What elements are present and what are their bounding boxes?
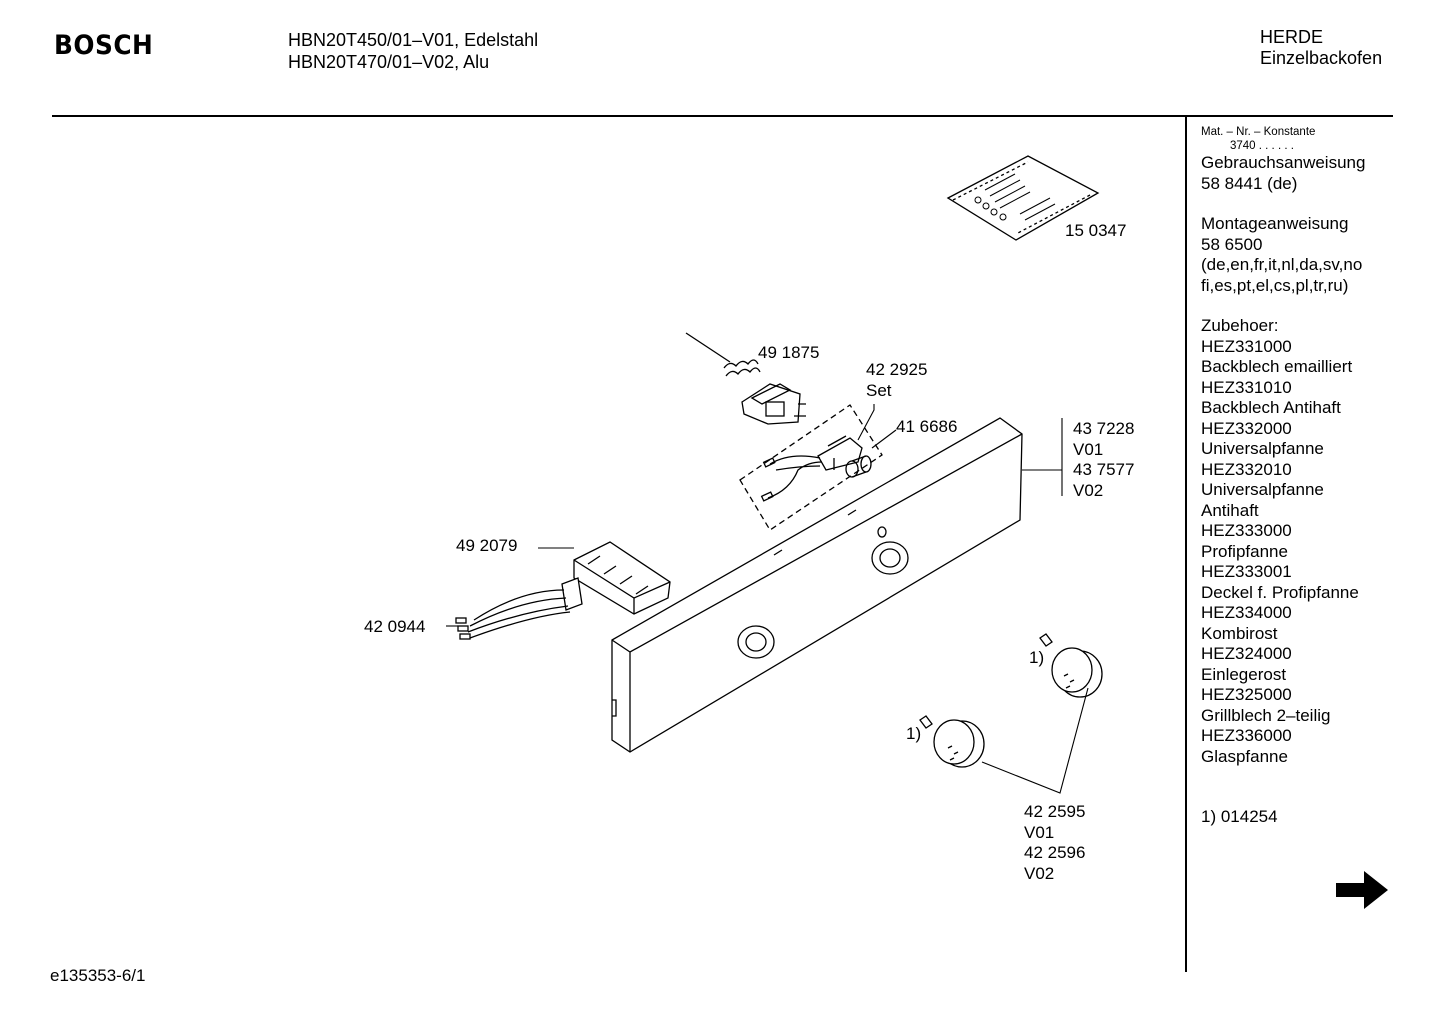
label-thermostat: 49 1875: [758, 343, 820, 362]
control-panel-drawing: [611, 417, 1023, 753]
brand-logo: BOSCH: [54, 30, 154, 61]
sidebar-divider: [1185, 117, 1187, 972]
label-screw-bag: 15 0347: [1065, 221, 1127, 240]
accessory-item: HEZ331010: [1201, 377, 1292, 397]
leader-lines: [446, 404, 1089, 794]
label-control-panel: 43 7228 V01 43 7577 V02: [1073, 419, 1134, 501]
accessory-item: Glaspfanne: [1201, 746, 1288, 766]
accessory-item: HEZ324000: [1201, 644, 1292, 663]
assembly-number: 58 6500: [1201, 234, 1263, 254]
right-arrow-icon[interactable]: [1334, 868, 1390, 912]
label-switch-set-number: 42 2925: [866, 360, 928, 379]
label-knob-note-lower: 1): [906, 724, 922, 743]
accessory-item: HEZ334000: [1201, 603, 1292, 622]
accessory-item: Einlegerost: [1201, 664, 1287, 684]
label-panel-v02-number: 43 7577: [1073, 460, 1135, 479]
header-divider: [52, 115, 1393, 117]
model-line-1: HBN20T450/01–V01, Edelstahl: [288, 30, 539, 50]
accessory-item: HEZ336000: [1201, 726, 1292, 745]
label-panel-v01: V01: [1073, 439, 1104, 459]
mat-header: Mat. – Nr. – Konstante: [1201, 126, 1316, 138]
accessory-item: HEZ333000: [1201, 521, 1292, 540]
accessory-item: Universalpfanne: [1201, 439, 1324, 458]
label-knob-note-upper: 1): [1029, 648, 1045, 667]
label-selector-switch: 49 2079: [456, 536, 518, 555]
model-designation: HBN20T450/01–V01, Edelstahl HBN20T470/01…: [288, 29, 538, 73]
accessory-item: Universalpfanne: [1201, 480, 1324, 499]
label-switch-cap: 41 6686: [896, 417, 958, 436]
parts-sidebar: Mat. – Nr. – Konstante 3740 . . . . . . …: [1201, 125, 1365, 828]
accessory-item: Kombirost: [1201, 623, 1278, 643]
label-switch-set: 42 2925 Set: [866, 360, 927, 401]
assembly-langs-1: (de,en,fr,it,nl,da,sv,no: [1201, 255, 1363, 274]
cable-drawing: [455, 589, 571, 640]
label-knob-v01: V01: [1024, 822, 1055, 842]
manual-title: Gebrauchsanweisung: [1201, 153, 1366, 172]
mat-value: 3740 . . . . . .: [1230, 140, 1294, 152]
label-knob-v02: V02: [1024, 863, 1055, 883]
manual-number: 58 8441 (de): [1201, 173, 1298, 193]
thermostat-drawing: [685, 332, 806, 425]
knob-drawing-lower: [919, 715, 985, 768]
selector-switch-drawing: [561, 541, 671, 615]
screw-bag-drawing: [946, 155, 1100, 241]
assembly-title: Montageanweisung: [1201, 214, 1349, 233]
switch-set-drawing: [739, 404, 883, 531]
category-line-2: Einzelbackofen: [1260, 48, 1383, 68]
accessory-item: Grillblech 2–teilig: [1201, 705, 1331, 725]
model-line-2: HBN20T470/01–V02, Alu: [288, 52, 490, 72]
assembly-langs-2: fi,es,pt,el,cs,pl,tr,ru): [1201, 275, 1349, 295]
document-id: e135353-6/1: [50, 966, 146, 985]
accessory-item: HEZ331000: [1201, 336, 1292, 356]
accessory-item: HEZ333001: [1201, 562, 1292, 581]
accessory-item: Backblech Antihaft: [1201, 398, 1341, 417]
accessory-item: HEZ325000: [1201, 685, 1292, 704]
label-switch-set-word: Set: [866, 380, 892, 400]
accessory-item: Backblech emailliert: [1201, 357, 1353, 376]
accessory-item: Profipfanne: [1201, 541, 1288, 561]
product-category: HERDE Einzelbackofen: [1260, 27, 1382, 69]
label-cable: 42 0944: [364, 617, 426, 636]
label-knobs: 42 2595 V01 42 2596 V02: [1024, 802, 1085, 884]
label-panel-v02: V02: [1073, 480, 1104, 500]
footnote: 1) 014254: [1201, 807, 1278, 826]
accessory-item: Deckel f. Profipfanne: [1201, 582, 1359, 602]
accessory-item: HEZ332000: [1201, 418, 1292, 438]
accessory-item: Antihaft: [1201, 500, 1259, 520]
label-knob-v02-number: 42 2596: [1024, 843, 1086, 862]
exploded-view-diagram: [446, 155, 1103, 794]
accessories-title: Zubehoer:: [1201, 316, 1279, 335]
knob-drawing-upper: [1039, 633, 1103, 698]
accessory-item: HEZ332010: [1201, 459, 1292, 479]
category-line-1: HERDE: [1260, 27, 1324, 47]
label-knob-v01-number: 42 2595: [1024, 802, 1086, 821]
label-panel-v01-number: 43 7228: [1073, 419, 1135, 438]
